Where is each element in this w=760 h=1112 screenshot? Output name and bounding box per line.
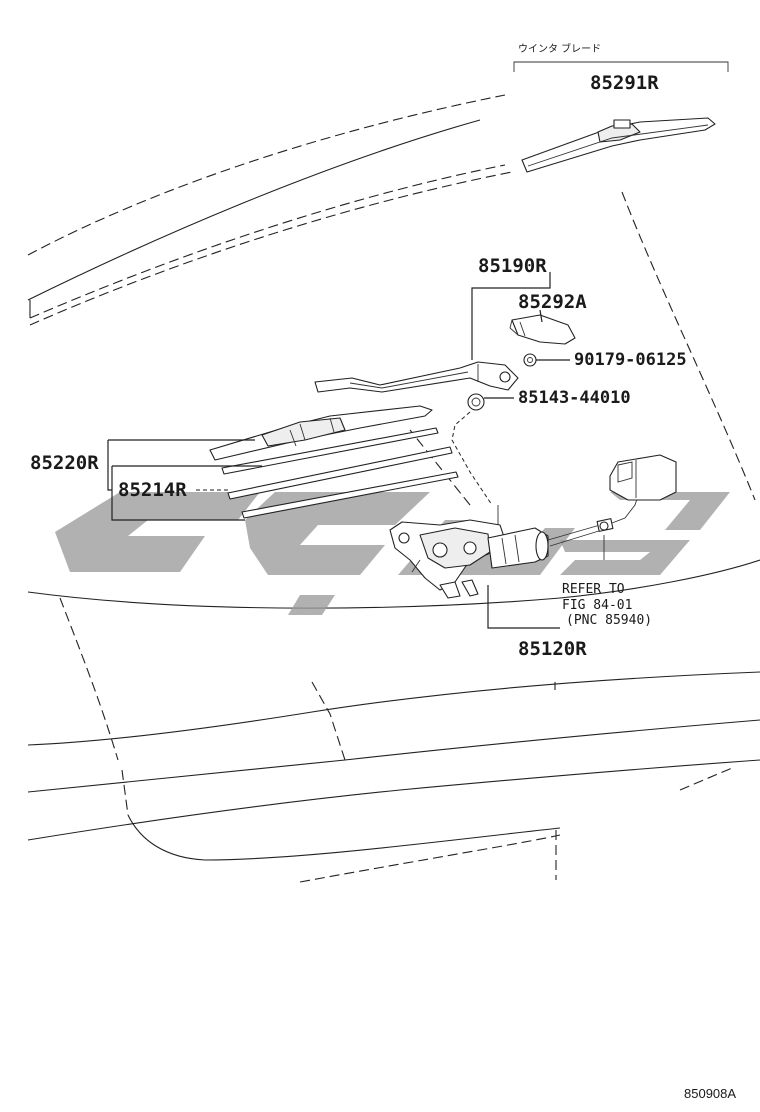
wiper-arm-drawing — [314, 361, 519, 393]
winter-blade-kana: ウインタ ブレード — [518, 42, 601, 55]
watermark-logo — [55, 492, 730, 615]
shaft-guide-line — [451, 411, 493, 506]
blade-rubber-drawing — [221, 427, 459, 519]
label-85292A: 85292A — [518, 291, 587, 313]
figure-code: 850908A — [684, 1086, 736, 1101]
label-85291R: 85291R — [590, 72, 659, 94]
cap-seal-drawing — [467, 393, 485, 411]
arm-nut-drawing — [523, 353, 537, 367]
label-85120R: 85120R — [518, 638, 587, 660]
back-door-outline — [27, 94, 760, 883]
arm-cap-drawing — [509, 314, 576, 345]
refer-fig-line: FIG 84-01 — [562, 598, 632, 613]
label-85214R: 85214R — [118, 479, 187, 501]
refer-to-line: REFER TO — [562, 582, 625, 597]
motor-connector-drawing — [547, 454, 677, 560]
label-85190R: 85190R — [478, 255, 547, 277]
label-85220R: 85220R — [30, 452, 99, 474]
winter-blade-drawing — [513, 61, 729, 173]
leader-lines — [107, 272, 570, 629]
refer-pnc-line: (PNC 85940) — [566, 613, 652, 628]
wiper-motor-drawing — [389, 505, 549, 599]
wiper-blade-drawing — [209, 405, 433, 461]
label-85143-44010: 85143-44010 — [518, 388, 631, 408]
label-90179-06125: 90179-06125 — [574, 350, 687, 370]
